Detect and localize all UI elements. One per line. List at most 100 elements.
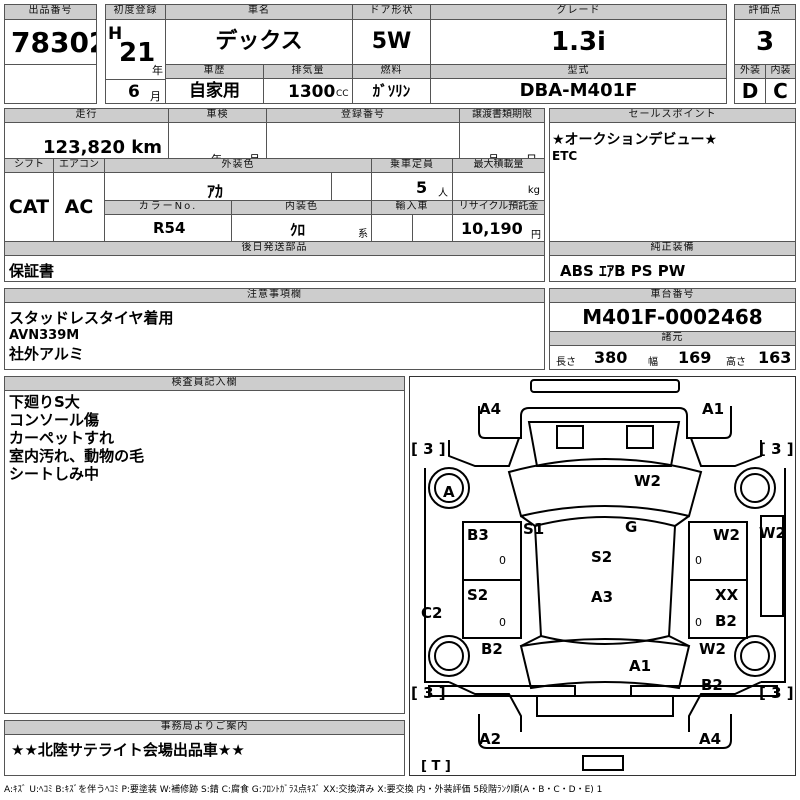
fender-front-left-shape [448,437,520,467]
first-reg-label: 初度登録 [105,4,166,20]
roof-shape [533,516,677,645]
exterior-cell: D [734,78,766,104]
exterior-grade: D [741,79,759,103]
inspector-line-3: カーペットすれ [9,429,115,447]
transfer-label: 譲渡書類期限 [459,108,545,123]
sales-line-2: ETC [552,149,578,163]
chassis-cell: M401F-0002468 [549,302,796,332]
pillar-rl-shape [520,635,542,647]
office-cell: ★★北陸サテライト会場出品車★★ [4,734,405,776]
displacement-cell: 1300 CC [263,78,353,104]
pillar-fr-shape [674,515,690,527]
interior-cell: C [765,78,796,104]
height: 163 [758,348,792,367]
interior-label: 内装 [765,64,796,79]
office-text: ★★北陸サテライト会場出品車★★ [11,741,245,759]
width: 169 [678,348,712,367]
grade-cell: 1.3i [430,19,727,65]
notes-label: 注意事項欄 [4,288,545,303]
diag-s1: S1 [523,520,544,538]
diag-b3: B3 [467,526,489,544]
displacement-label: 排気量 [263,64,353,79]
reg-no-label: 登録番号 [266,108,460,123]
wheel-rear-right-inner-shape [740,641,770,671]
reg-year: 21 [119,38,156,68]
diag-bracket-tl: [ 3 ] [411,440,446,458]
later-parts-cell: 保証書 [4,255,545,282]
lot-number-cell: 78302 [4,19,97,65]
max-load-label: 最大積載量 [452,158,545,173]
sales-cell: ★オークションデビュー★ ETC [549,122,796,242]
displacement: 1300 [288,82,336,102]
right-side-shape [761,468,786,683]
pillar-fl-shape [520,515,536,527]
recycle: 10,190 [461,219,523,238]
diag-zero-right-upper: 0 [695,554,702,567]
diag-a4-top: A4 [479,400,501,418]
windshield-shape [507,458,703,518]
ext-color-cell: ｱｶ [104,172,332,201]
color-no-cell: R54 [104,214,232,242]
diag-xx: XX [715,586,739,604]
car-name-cell: デックス [165,19,353,65]
lot-label: 出品番号 [4,4,97,20]
height-label: 高さ [726,357,746,368]
diag-a4-bottom: A4 [699,730,721,748]
car-diagram-frame [409,376,796,776]
inspector-section: 検査員記入欄 下廻りS大 コンソール傷 カーペットすれ 室内汚れ、動物の毛 シー… [4,376,405,714]
inspector-line-4: 室内汚れ、動物の毛 [9,447,145,465]
wheel-rear-right-shape [734,635,776,677]
tailgate-shape [536,695,674,717]
recycle-unit: 円 [531,230,541,241]
rear-fender-right-shape [688,681,762,732]
recycle-cell: 10,190 円 [452,214,545,242]
int-color-cell: ｸﾛ 系 [231,214,372,242]
fuel-label: 燃料 [352,64,431,79]
mileage-label: 走行 [4,108,169,123]
headlight-left-shape [556,425,584,449]
lot-blank-cell [4,64,97,104]
recycle-label: リサイクル預託金 [452,200,545,215]
era: H [108,24,123,44]
header-section: 出品番号 78302 初度登録 H 21 年 6 月 車名 デックス ドア形状 … [4,4,796,104]
wheel-front-right-inner-shape [740,473,770,503]
ac: AC [64,196,94,218]
score-label: 評価点 [734,4,796,20]
int-color-label: 内装色 [231,200,372,215]
shift-label: シフト [4,158,54,173]
import-label: 輸入車 [371,200,453,215]
ac-cell: AC [53,172,105,242]
equip-cell: ABS ｴｱB PS PW [549,255,796,282]
color-no: R54 [153,219,186,237]
notes-cell: スタッドレスタイヤ着用 AVN339M 社外アルミ [4,302,545,370]
chassis-number: M401F-0002468 [582,305,763,329]
max-load-unit: kg [527,185,540,196]
chassis-section: 車台番号 M401F-0002468 諸元 長さ 380 幅 169 高さ 16… [549,288,796,370]
legend: A:ｷｽﾞ U:ﾍｺﾐ B:ｷｽﾞを伴うﾍｺﾐ P:要塗装 W:補修跡 S:錆 … [4,785,603,795]
headlight-right-shape [626,425,654,449]
capacity-unit: 人 [438,188,448,199]
grade: 1.3i [551,27,606,57]
office-section: 事務局よりご案内 ★★北陸サテライト会場出品車★★ [4,720,405,776]
diag-s2-left: S2 [467,586,488,604]
spec-cell: 長さ 380 幅 169 高さ 163 [549,345,796,370]
doors-cell: 5W [352,19,431,65]
car-diagram: A4 A1 [ 3 ] [ 3 ] A W2 S1 G B3 W2 W2 0 0… [411,379,794,774]
inspector-label: 検査員記入欄 [4,376,405,391]
sales-section: セールスポイント ★オークションデビュー★ ETC 純正装備 ABS ｴｱB P… [549,108,796,282]
model: DBA-M401F [519,80,638,101]
inspection-label: 車検 [168,108,267,123]
diag-b2-lower-right: B2 [701,676,723,694]
note-line-3: 社外アルミ [9,345,84,363]
capacity: 5 [416,178,428,197]
max-load-cell: kg [452,172,545,201]
diag-a1-lower: A1 [629,657,651,675]
int-color-suffix: 系 [358,229,368,240]
color-no-label: カラーNo. [104,200,232,215]
rear-left-bar-shape [428,685,576,697]
pillar-rr-shape [668,635,690,647]
diag-w2-top: W2 [634,472,661,490]
front-bumper-shape [530,379,680,393]
diag-a3: A3 [591,588,613,606]
fuel-cell: ｶﾞｿﾘﾝ [352,78,431,104]
